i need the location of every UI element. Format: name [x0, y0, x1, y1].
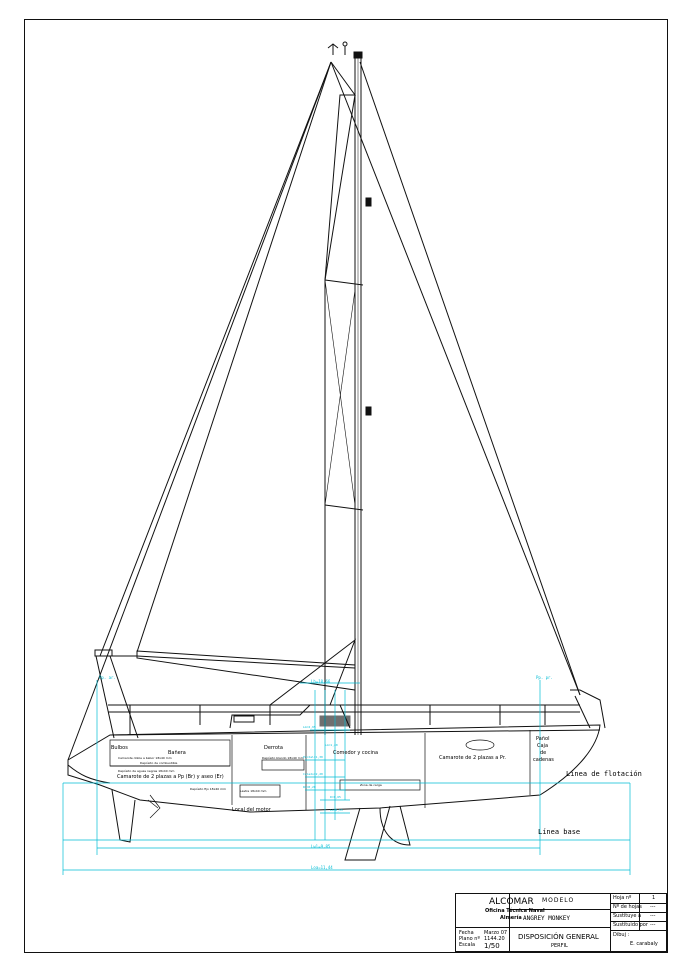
tb-divider — [639, 894, 640, 930]
label-comedor: Comedor y cocina — [333, 750, 379, 756]
dimension-pp-left: Pp. ar. — [99, 675, 116, 680]
tb-divider — [610, 894, 611, 951]
sustituido-label: Sustituido por — [613, 922, 648, 928]
hoja-label: Hoja nº — [613, 895, 632, 901]
tb-divider — [456, 927, 610, 928]
modelo-value: ANGREY MONKEY — [523, 915, 570, 922]
dimension-note: Lm=0,55 — [330, 808, 343, 812]
label-local-motor: Local del motor — [232, 807, 271, 813]
plano-value: 1144.20 — [484, 936, 505, 942]
jib-sail — [99, 61, 581, 696]
deck-railing — [108, 689, 606, 735]
mainsail — [136, 61, 364, 735]
small-note: Depósito blando 18x40 mm — [262, 756, 304, 760]
dimension-lh: Lh=10,66 — [311, 679, 331, 684]
dimension-note: Lm=2,95 — [303, 725, 316, 729]
label-cadenas: cadenas — [533, 757, 554, 763]
plano-label: Plano nº — [459, 936, 480, 942]
drawing-subtitle: PERFIL — [551, 943, 568, 949]
title-block: ALCOMAR Oficina Técnica Naval Almería Fe… — [455, 893, 667, 952]
label-caja: Caja — [537, 743, 549, 749]
dimension-pp-right: Pp. pr. — [536, 675, 553, 680]
sustituye-label: Sustituye a — [613, 913, 642, 919]
label-bulbos: Bulbos — [111, 745, 128, 751]
label-banera: Bañera — [168, 750, 186, 756]
label-derrota: Derrota — [264, 745, 283, 751]
dimension-lwl: Lwl=9,85 — [311, 844, 331, 849]
company-name: ALCOMAR — [489, 897, 534, 907]
tb-divider — [509, 894, 510, 951]
sustituido-value: --- — [650, 922, 656, 928]
sustituye-value: --- — [650, 913, 656, 919]
dimension-loa: Loa=11,44 — [311, 865, 333, 870]
hoja-value: 1 — [652, 895, 656, 901]
backstay — [67, 61, 332, 761]
interior-bulkheads — [109, 730, 531, 819]
office-line2: Almería — [500, 915, 522, 921]
mast — [327, 41, 372, 735]
dimension-note: Puntal=1,30 — [303, 755, 323, 759]
label-linea-flotacion: Línea de flotación — [566, 770, 642, 778]
dimension-note: Lm=1,40 — [325, 743, 338, 747]
drawing-title: DISPOSICIÓN GENERAL — [518, 933, 599, 941]
small-note: Depósito de combustible — [140, 761, 178, 765]
label-panol: Pañol — [536, 736, 550, 742]
office-line1: Oficina Técnica Naval — [485, 908, 545, 914]
label-linea-base: Línea base — [538, 828, 581, 836]
tb-divider — [611, 930, 667, 931]
modelo-label: MODELO — [542, 897, 575, 904]
nhojas-label: Nº de hojas — [613, 904, 642, 910]
small-note: Lastre 18x40 mm — [240, 789, 267, 793]
tb-divider — [510, 909, 610, 910]
small-note: Depósito de aguas negras 18x40 mm — [118, 769, 175, 773]
small-note: Zona de carga — [360, 783, 382, 787]
label-camarote-pr: Camarote de 2 plazas a Pr. — [439, 755, 507, 761]
label-camarote-pp: Camarote de 2 plazas a Pp (Br) y aseo (E… — [117, 774, 224, 780]
dibujo-value: E. carabaly — [630, 941, 658, 947]
escala-label: Escala — [459, 942, 476, 948]
hull — [67, 724, 601, 813]
dimension-note: Calado=2,20 — [303, 772, 323, 776]
keel — [111, 789, 411, 861]
escala-value: 1/50 — [484, 942, 500, 950]
fecha-value: Marzo 07 — [484, 930, 508, 936]
dimension-lines — [62, 680, 631, 875]
dimension-note: Dm=0,20 — [303, 785, 316, 789]
sheet-border — [24, 19, 668, 953]
dimension-note: D=0,65 — [330, 795, 341, 799]
dibujo-label: Dibuj : — [613, 932, 630, 938]
label-de: de — [540, 750, 547, 756]
small-note: Depósito fijo 18x40 mm — [190, 787, 226, 791]
nhojas-value: --- — [650, 904, 656, 910]
small-note: Camarote doble a babor 18x40 mm — [118, 756, 172, 760]
fecha-label: Fecha — [459, 930, 474, 936]
